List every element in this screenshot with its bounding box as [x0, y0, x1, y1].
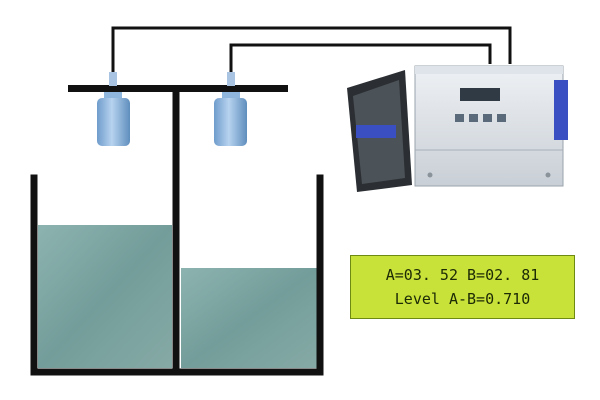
sensor-b: [214, 72, 247, 146]
controller-unit: [347, 65, 568, 192]
sensor-a: [97, 72, 130, 146]
display-line-2: Level A-B=0.710: [394, 290, 531, 308]
level-display: A=03. 52 B=02. 81 Level A-B=0.710: [350, 255, 575, 319]
left-tank-water: [38, 225, 172, 368]
display-line-1: A=03. 52 B=02. 81: [385, 266, 540, 284]
sensor-cables: [111, 26, 512, 80]
tank-frame: [30, 86, 324, 376]
mounting-beam: [68, 85, 288, 92]
right-tank-water: [181, 268, 317, 368]
